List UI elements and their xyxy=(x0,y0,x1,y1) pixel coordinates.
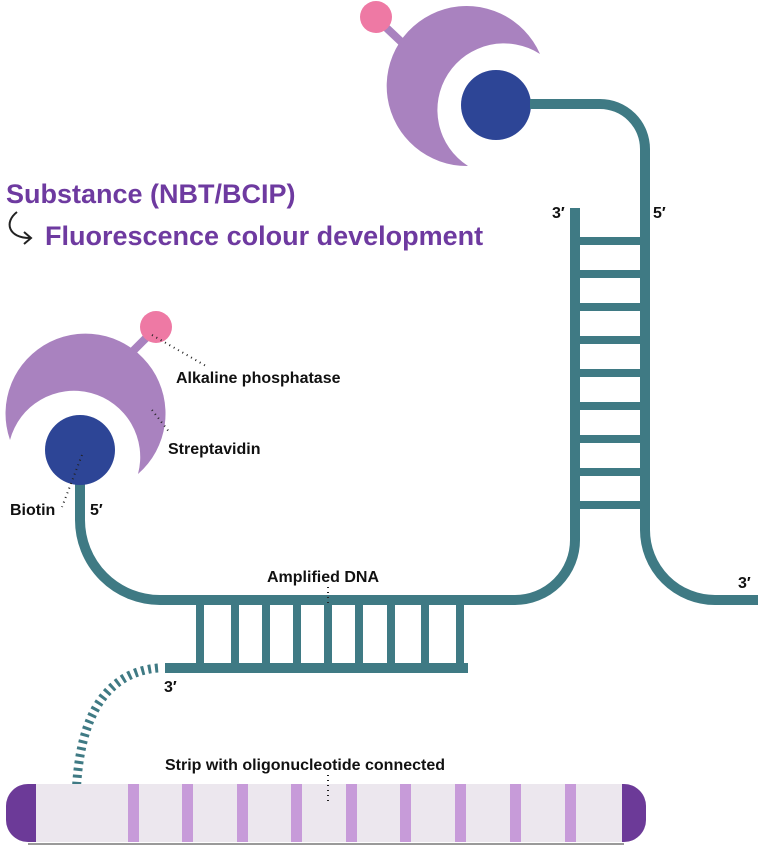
end-left-5prime: 5′ xyxy=(90,502,103,519)
strip-end-right xyxy=(622,784,646,842)
top-complex xyxy=(360,1,540,167)
strip-bands xyxy=(128,784,576,842)
curved-arrow-icon xyxy=(8,211,31,239)
strip-body xyxy=(6,784,646,842)
end-right-3prime: 3′ xyxy=(738,575,751,592)
label-strip: Strip with oligonucleotide connected xyxy=(165,757,445,774)
duplex-rungs xyxy=(196,600,464,668)
left-complex xyxy=(5,311,172,485)
lower-duplex xyxy=(165,600,468,673)
end-left-3prime: 3′ xyxy=(164,679,177,696)
hairpin-right-strand xyxy=(530,99,758,605)
strip-end-left xyxy=(6,784,36,842)
oligo-tether xyxy=(71,663,159,801)
arrow-head-icon xyxy=(23,231,33,245)
end-hairpin-5prime: 5′ xyxy=(653,205,666,222)
alkaline-phosphatase-top xyxy=(360,1,392,33)
biotin-left xyxy=(45,415,115,485)
headline-fluorescence: Fluorescence colour development xyxy=(45,221,483,251)
end-hairpin-3prime: 3′ xyxy=(552,205,565,222)
strip xyxy=(6,784,646,845)
label-biotin: Biotin xyxy=(10,502,55,519)
alkaline-phosphatase-left xyxy=(140,311,172,343)
label-alkaline-phosphatase: Alkaline phosphatase xyxy=(176,370,341,387)
headline: Substance (NBT/BCIP) Fluorescence colour… xyxy=(6,179,483,251)
headline-substance: Substance (NBT/BCIP) xyxy=(6,179,296,209)
label-streptavidin: Streptavidin xyxy=(168,441,260,458)
hairpin-rungs xyxy=(575,237,645,509)
streptavidin-left xyxy=(5,333,166,474)
hairpin-left-strand xyxy=(75,208,580,605)
biotin-top xyxy=(461,70,531,140)
hairpin xyxy=(75,99,758,605)
streptavidin-top xyxy=(386,6,540,167)
label-amplified-dna: Amplified DNA xyxy=(267,569,379,586)
leader-lines xyxy=(61,334,329,803)
